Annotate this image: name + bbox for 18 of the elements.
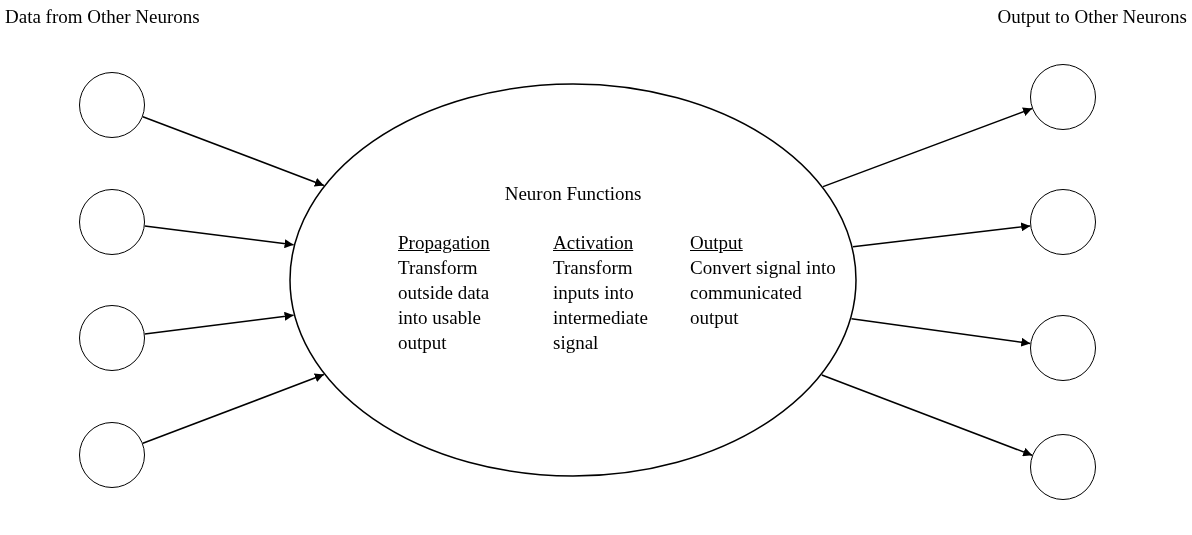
column-heading: Propagation xyxy=(398,231,490,255)
column-heading: Output xyxy=(690,231,743,255)
arrow xyxy=(822,107,1033,188)
group-label: Data from Other Neurons xyxy=(5,6,200,28)
arrow xyxy=(852,222,1031,248)
arrow xyxy=(144,311,295,335)
arrow xyxy=(821,374,1033,457)
column-text: Transform outside data into usable output xyxy=(398,256,491,355)
neuron-functions-ellipse xyxy=(289,83,857,477)
group-label: Output to Other Neurons xyxy=(997,6,1187,28)
column-heading: Activation xyxy=(553,231,634,255)
column-text: Transform inputs into intermediate signal xyxy=(553,256,649,355)
title-text: Neuron Functions xyxy=(503,182,643,206)
arrow xyxy=(144,225,295,249)
arrow xyxy=(142,373,325,445)
arrow xyxy=(142,115,325,187)
column-text: Convert signal into communicated output xyxy=(690,256,837,330)
arrow xyxy=(850,317,1032,347)
